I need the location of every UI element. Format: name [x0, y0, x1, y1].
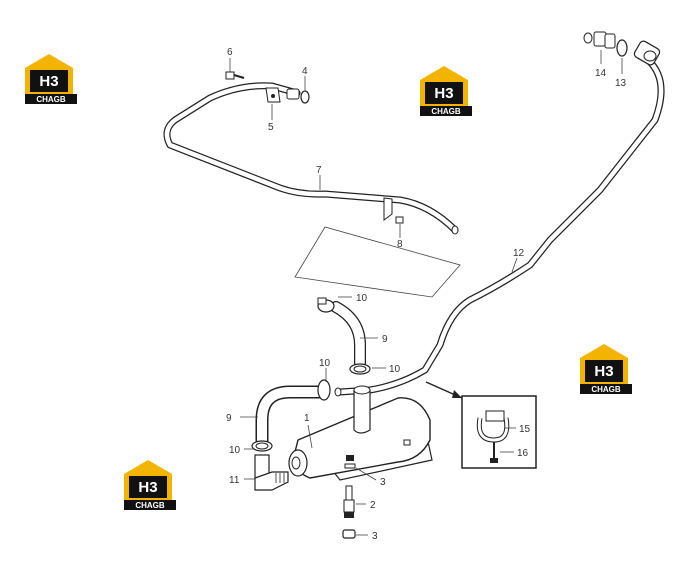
pipe-7 — [163, 82, 459, 235]
part-label-10c: 10 — [389, 364, 401, 375]
part-label-2: 2 — [370, 500, 376, 511]
elbow-fitting-11 — [254, 454, 289, 491]
stud-2 — [343, 485, 355, 518]
part-label-10a: 10 — [356, 293, 368, 304]
part-label-5: 5 — [268, 122, 274, 133]
part-label-1: 1 — [304, 413, 310, 424]
detail-arrow — [425, 381, 463, 399]
detail-box — [461, 395, 537, 469]
o-ring-13 — [616, 39, 628, 57]
part-label-10b: 10 — [319, 358, 331, 369]
part-label-16: 16 — [517, 448, 529, 459]
part-label-14: 14 — [595, 68, 607, 79]
clamp-10-top — [317, 297, 335, 313]
svg-text:CHAGB: CHAGB — [431, 107, 461, 116]
nut-fitting — [633, 40, 661, 66]
part-label-8: 8 — [397, 239, 403, 250]
part-label-10d: 10 — [229, 445, 241, 456]
svg-text:H3: H3 — [434, 85, 453, 102]
watermark-logo: H3 CHAGB — [25, 54, 77, 104]
part-label-15: 15 — [519, 424, 531, 435]
clamp-10-lower — [317, 379, 331, 401]
watermark-logo: H3 CHAGB — [420, 66, 472, 116]
bracket-8 — [383, 197, 404, 224]
o-ring-4 — [300, 90, 310, 104]
part-label-13: 13 — [615, 78, 627, 89]
part-label-6: 6 — [227, 47, 233, 58]
part-label-9a: 9 — [382, 334, 388, 345]
svg-text:H3: H3 — [138, 479, 157, 496]
part-label-3a: 3 — [380, 477, 386, 488]
guide-lines — [294, 226, 461, 298]
leader-lines — [229, 50, 623, 536]
adapter-14 — [583, 31, 616, 49]
nut-3-bottom — [342, 529, 356, 539]
hose-9-upper — [330, 301, 366, 369]
watermark-logo: H3 CHAGB — [124, 460, 176, 510]
part-label-9b: 9 — [226, 413, 232, 424]
clamp-10-bottom — [251, 440, 273, 452]
part-label-4: 4 — [302, 66, 308, 77]
svg-text:H3: H3 — [594, 363, 613, 380]
svg-text:H3: H3 — [39, 73, 58, 90]
bolt-6 — [225, 71, 245, 80]
bracket-5 — [265, 87, 300, 103]
svg-text:CHAGB: CHAGB — [591, 385, 621, 394]
part-label-7: 7 — [316, 165, 322, 176]
part-label-12: 12 — [513, 248, 525, 259]
part-label-11: 11 — [229, 475, 240, 486]
hose-9-lower — [255, 385, 329, 447]
svg-text:CHAGB: CHAGB — [36, 95, 66, 104]
watermark-logo: H3 CHAGB — [580, 344, 632, 394]
heater-body-1 — [288, 385, 433, 481]
pipe-12 — [334, 56, 665, 397]
clamp-10-mid — [349, 363, 371, 375]
svg-text:CHAGB: CHAGB — [135, 501, 165, 510]
part-label-3b: 3 — [372, 531, 378, 542]
